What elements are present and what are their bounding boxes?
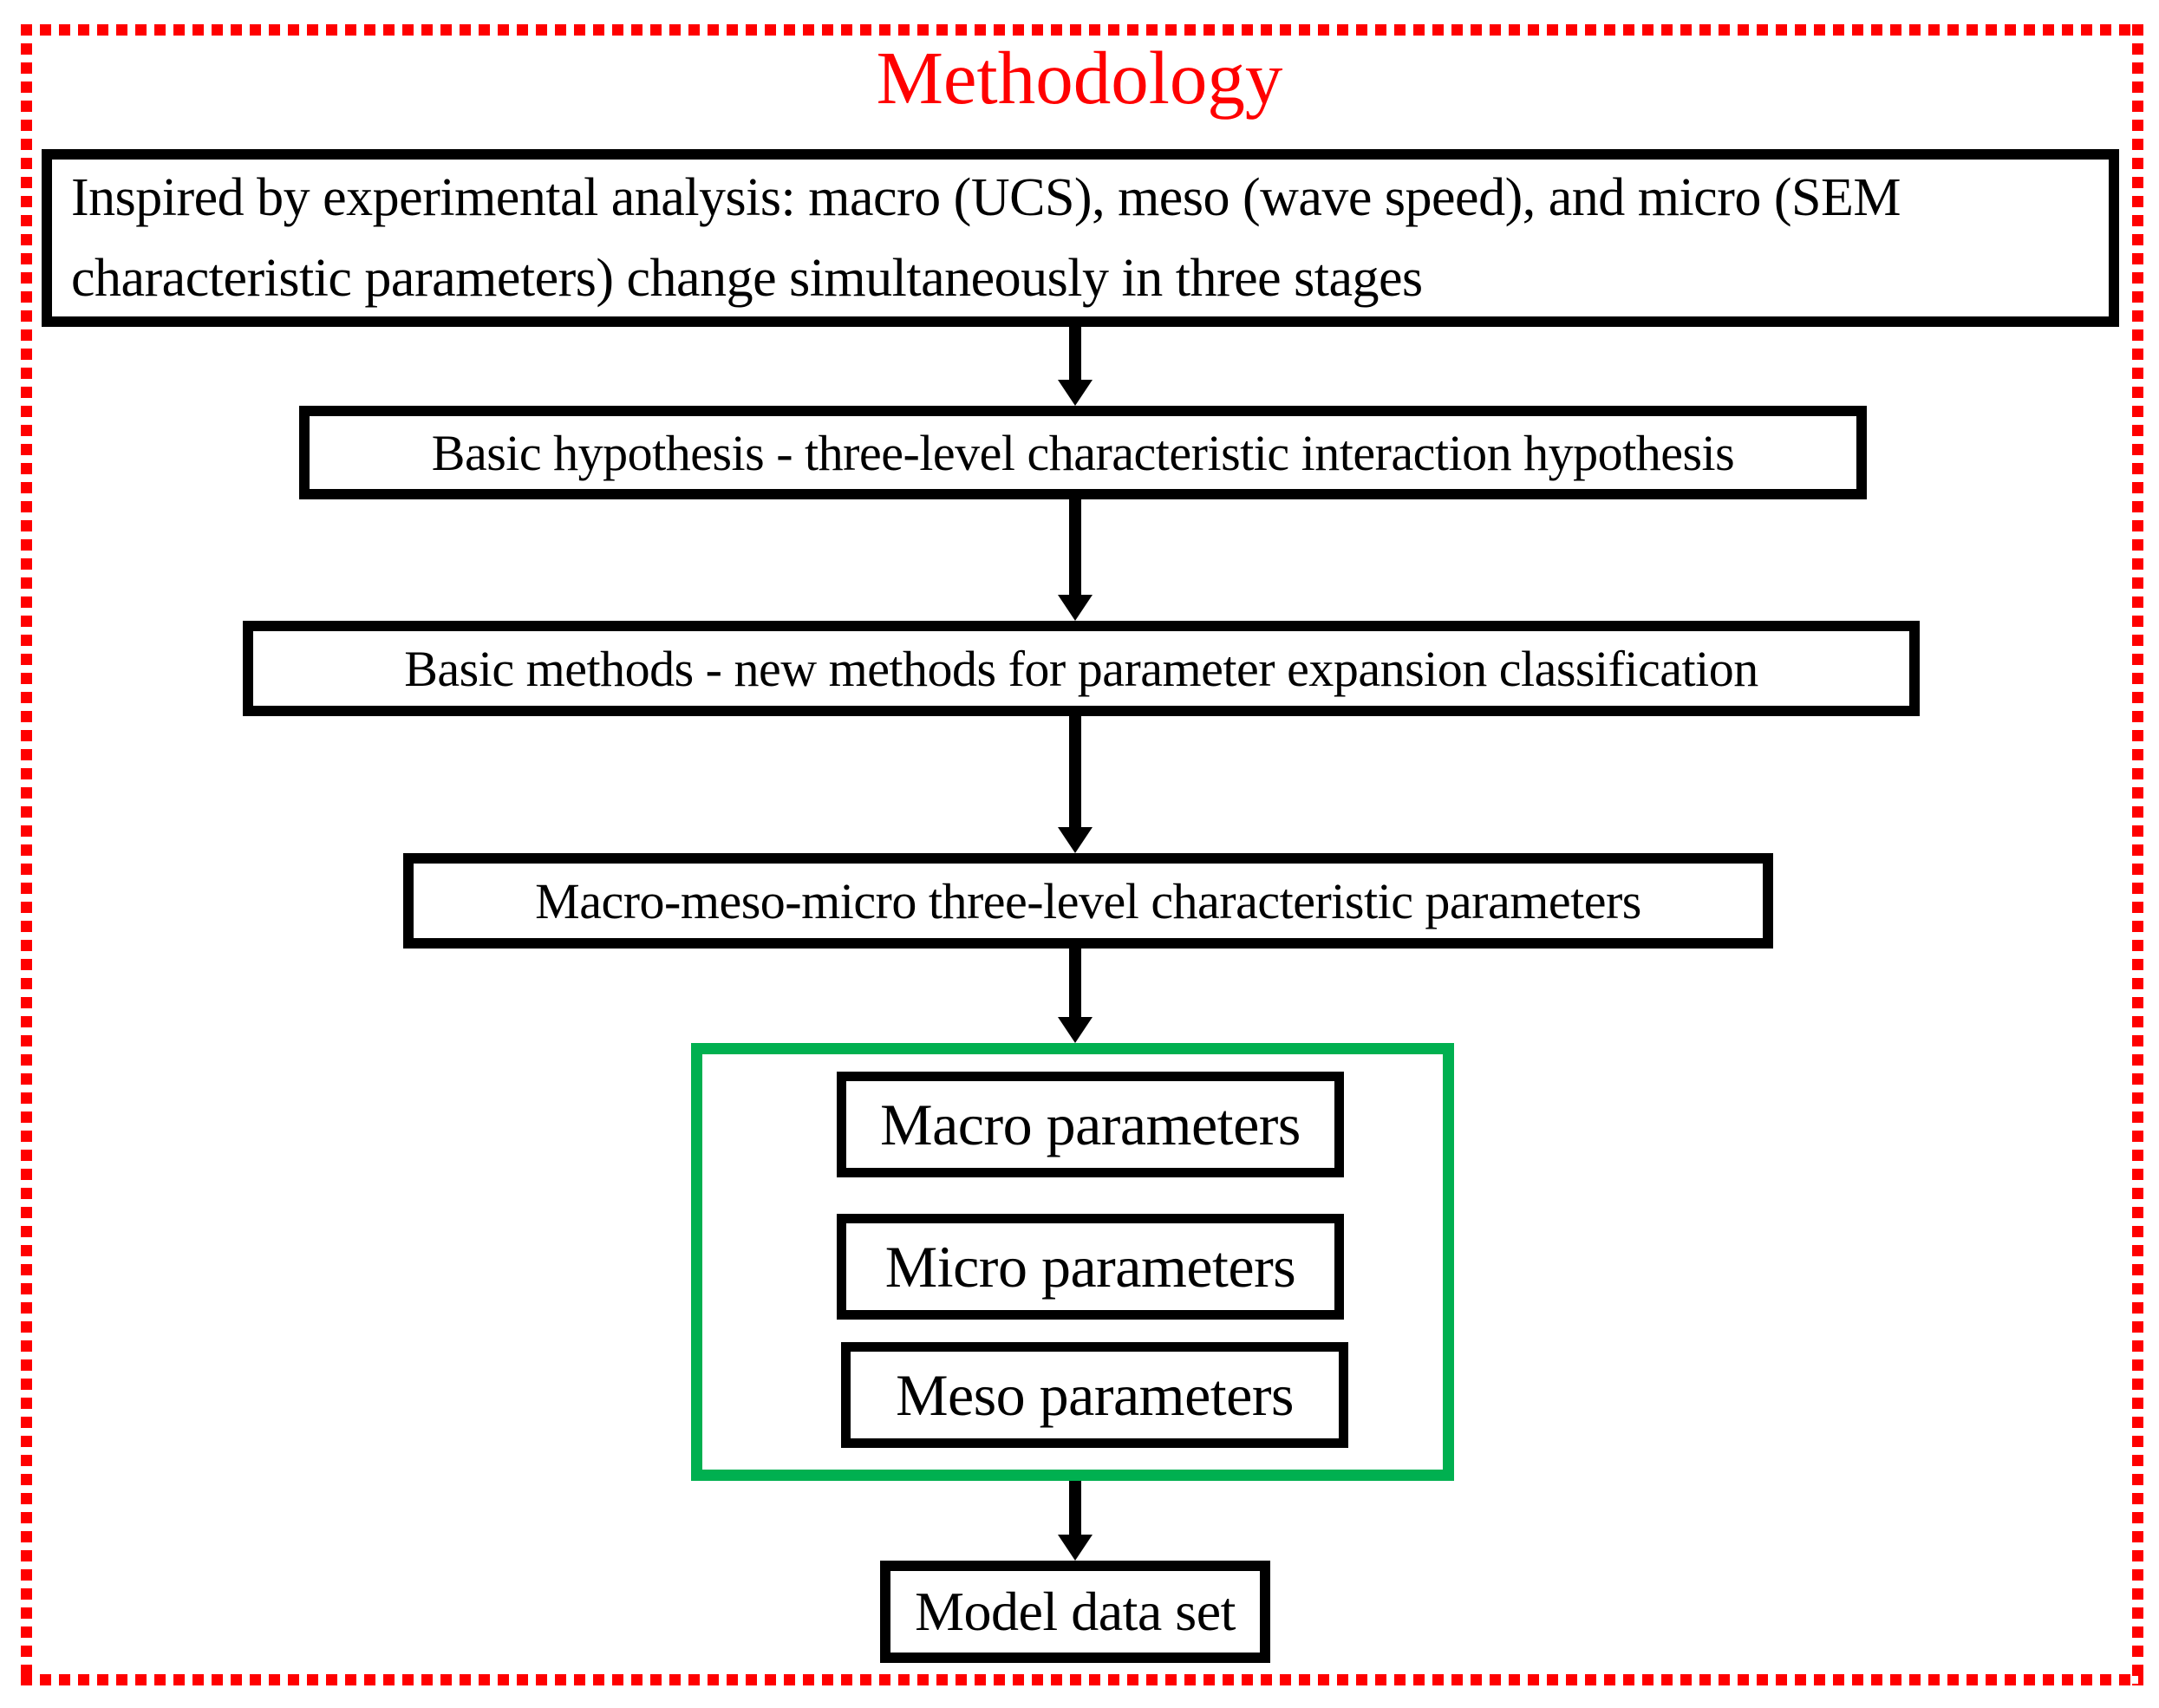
inspiration-line-1: Inspired by experimental analysis: macro… <box>71 167 1901 227</box>
down-arrow-5 <box>1058 1481 1093 1561</box>
arrow-head <box>1058 1535 1093 1561</box>
arrow-shaft <box>1069 716 1081 827</box>
arrow-head <box>1058 1017 1093 1043</box>
arrow-shaft <box>1069 327 1081 380</box>
arrow-shaft <box>1069 949 1081 1017</box>
flow-box-three-level-parameters: Macro-meso-micro three-level characteris… <box>403 853 1773 949</box>
flow-box-micro-parameters: Micro parameters <box>837 1214 1344 1320</box>
down-arrow-2 <box>1058 499 1093 621</box>
arrow-shaft <box>1069 499 1081 595</box>
down-arrow-1 <box>1058 327 1093 406</box>
arrow-head <box>1058 827 1093 853</box>
flow-box-macro-parameters: Macro parameters <box>837 1072 1344 1177</box>
flow-box-inspiration-text: Inspired by experimental analysis: macro… <box>71 158 1901 319</box>
flow-box-inspiration: Inspired by experimental analysis: macro… <box>42 149 2119 327</box>
parameter-group-box: Macro parameters Micro parameters Meso p… <box>691 1043 1454 1481</box>
arrow-head <box>1058 595 1093 621</box>
down-arrow-3 <box>1058 716 1093 853</box>
inspiration-line-2: characteristic parameters) change simult… <box>71 248 1423 308</box>
arrow-shaft <box>1069 1481 1081 1535</box>
diagram-title: Methodology <box>876 36 1283 120</box>
flow-box-meso-parameters: Meso parameters <box>841 1342 1348 1448</box>
flow-box-hypothesis: Basic hypothesis - three-level character… <box>299 406 1867 499</box>
down-arrow-4 <box>1058 949 1093 1043</box>
arrow-head <box>1058 380 1093 406</box>
flow-box-model-data-set: Model data set <box>880 1561 1270 1663</box>
flow-box-methods: Basic methods - new methods for paramete… <box>243 621 1920 716</box>
